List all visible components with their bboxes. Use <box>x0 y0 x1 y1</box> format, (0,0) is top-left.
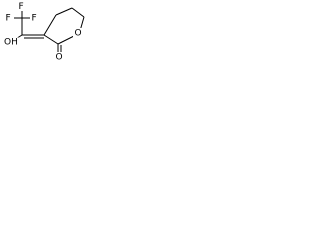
bond-ring-o-c2 <box>57 35 75 45</box>
atom-f-left: F <box>6 14 11 24</box>
bond-ring-c3-c4 <box>43 14 57 36</box>
atom-f-top: F <box>19 2 24 12</box>
label-bg-f-top <box>17 2 27 11</box>
label-bg-ring-o <box>73 28 83 38</box>
atom-hydroxyl: OH <box>4 38 18 48</box>
label-bg-oh <box>3 37 19 47</box>
bond-ring-c2-c3 <box>43 34 59 45</box>
structure-diagram: F F F OH O O <box>3 2 85 63</box>
label-bg-carbonyl-o <box>54 52 64 62</box>
atom-ring-oxygen: O <box>75 29 82 39</box>
bond-ring-c5-c6 <box>71 7 85 18</box>
label-bg-f-right <box>30 13 40 23</box>
atom-labels: F F F OH O O <box>3 2 83 63</box>
atom-carbonyl-oxygen: O <box>56 53 63 63</box>
label-bg-f-left <box>4 13 14 23</box>
atom-f-right: F <box>32 14 37 24</box>
bond-ring-c4-c5 <box>55 7 73 16</box>
